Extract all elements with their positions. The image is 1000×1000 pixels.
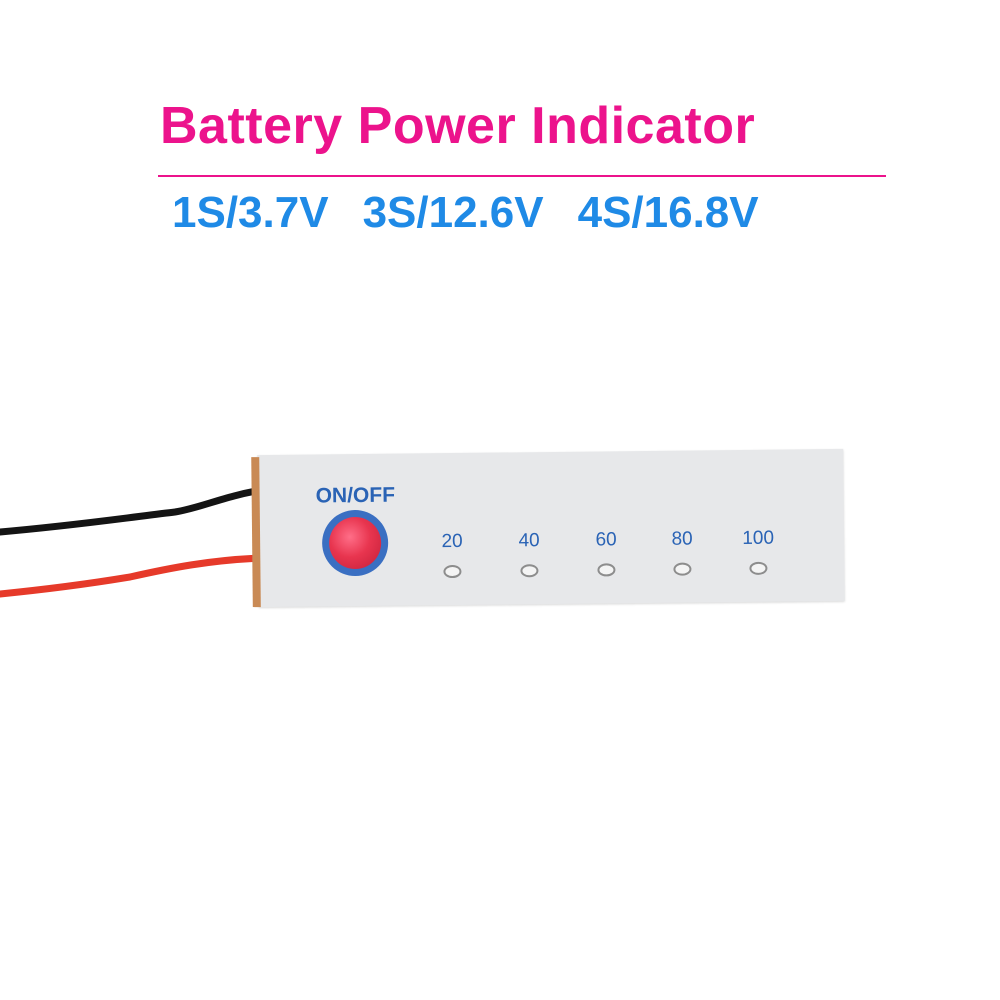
level-label: 40 [518,530,540,552]
level-80: 80 [652,528,712,576]
spec-3s: 3S/12.6V [362,188,544,237]
spec-4s: 4S/16.8V [577,188,759,237]
black-wire [0,486,266,536]
level-label: 80 [671,528,693,550]
level-60: 60 [576,529,636,577]
level-40: 40 [499,530,559,578]
led-indicator [749,561,768,575]
level-label: 60 [595,529,617,551]
led-indicator [520,564,539,578]
led-indicator [597,563,616,577]
led-indicator [673,562,692,576]
power-button[interactable] [321,509,389,577]
power-button-cap [328,516,382,570]
level-label: 20 [441,530,463,553]
led-indicator [443,564,462,579]
title-underline [158,175,886,177]
level-100: 100 [728,528,788,576]
spec-1s: 1S/3.7V [172,188,329,237]
indicator-board: ON/OFF 20 40 60 80 100 [251,448,845,608]
pcb-edge [251,457,261,608]
red-wire [0,554,266,598]
product-title: Battery Power Indicator [160,97,756,155]
level-20: 20 [422,531,482,579]
switch-label: ON/OFF [315,483,396,508]
level-label: 100 [742,527,775,549]
voltage-spec-row: 1S/3.7V 3S/12.6V 4S/16.8V [172,188,932,244]
